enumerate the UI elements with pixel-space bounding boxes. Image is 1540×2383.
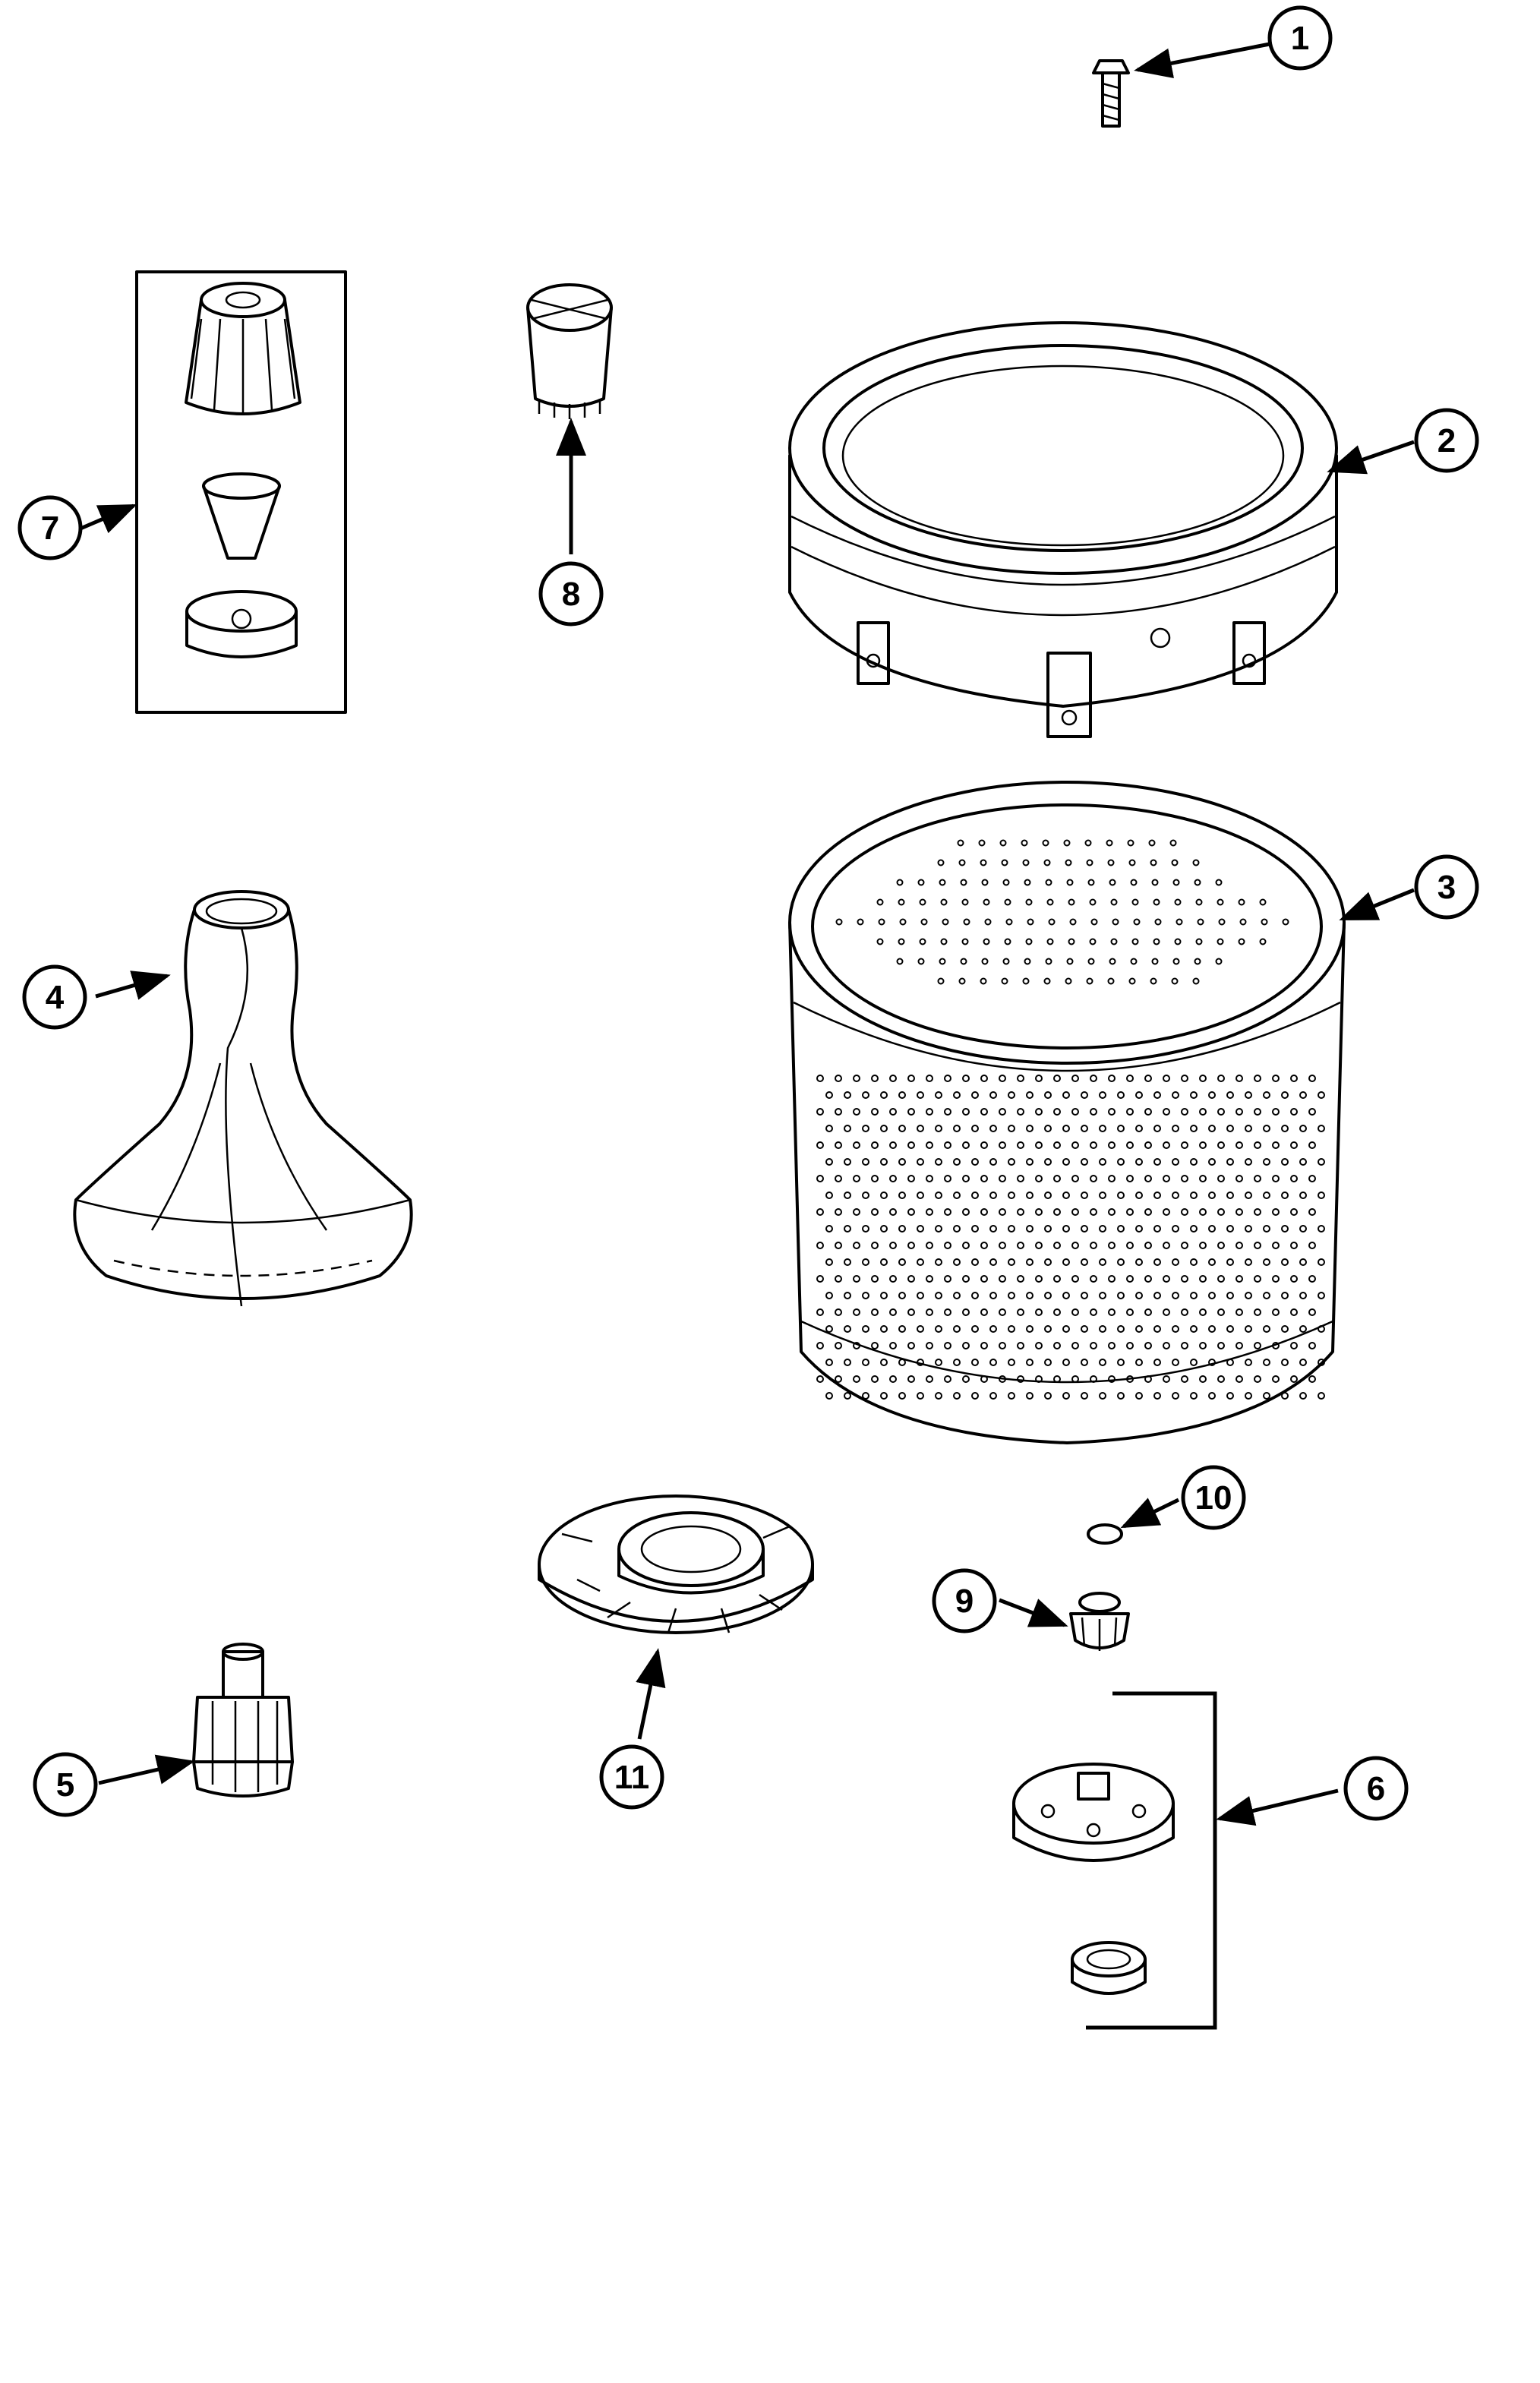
part-11-drive-plate [538, 1495, 814, 1634]
part-1-screw [1092, 59, 1130, 128]
callout-9: 9 [932, 1568, 997, 1633]
callout-3-label: 3 [1437, 869, 1456, 906]
part-8-cap [526, 283, 613, 419]
callout-6: 6 [1343, 1756, 1409, 1821]
part-6-hub-kit [1012, 1691, 1217, 2030]
leader-arrows [80, 42, 1415, 1826]
callout-5-label: 5 [56, 1766, 74, 1804]
part-5-coupling [192, 1643, 294, 1798]
callout-1-label: 1 [1291, 20, 1309, 57]
callout-1: 1 [1267, 5, 1333, 71]
callout-3: 3 [1414, 854, 1479, 920]
part-7-dispenser-kit [135, 270, 347, 714]
callout-8-label: 8 [562, 576, 580, 613]
callout-5: 5 [33, 1752, 98, 1817]
callout-8: 8 [538, 561, 604, 627]
callout-9-label: 9 [955, 1583, 974, 1620]
callout-7-label: 7 [41, 510, 59, 547]
part-4-agitator [73, 890, 413, 1307]
callout-7: 7 [17, 495, 83, 560]
callout-4: 4 [22, 964, 87, 1030]
callout-10-label: 10 [1195, 1479, 1232, 1517]
callout-4-label: 4 [46, 979, 65, 1016]
part-10-o-ring [1087, 1523, 1123, 1545]
part-3-spin-basket [788, 781, 1346, 1444]
callout-10: 10 [1181, 1465, 1246, 1530]
callout-2: 2 [1414, 408, 1479, 473]
part-9-nut [1069, 1592, 1130, 1651]
callout-2-label: 2 [1437, 422, 1456, 459]
callout-11: 11 [599, 1744, 664, 1810]
callout-11-label: 11 [614, 1759, 650, 1796]
callout-6-label: 6 [1367, 1770, 1385, 1807]
basket-perforations [816, 839, 1325, 1400]
part-2-tub-ring [788, 321, 1338, 738]
